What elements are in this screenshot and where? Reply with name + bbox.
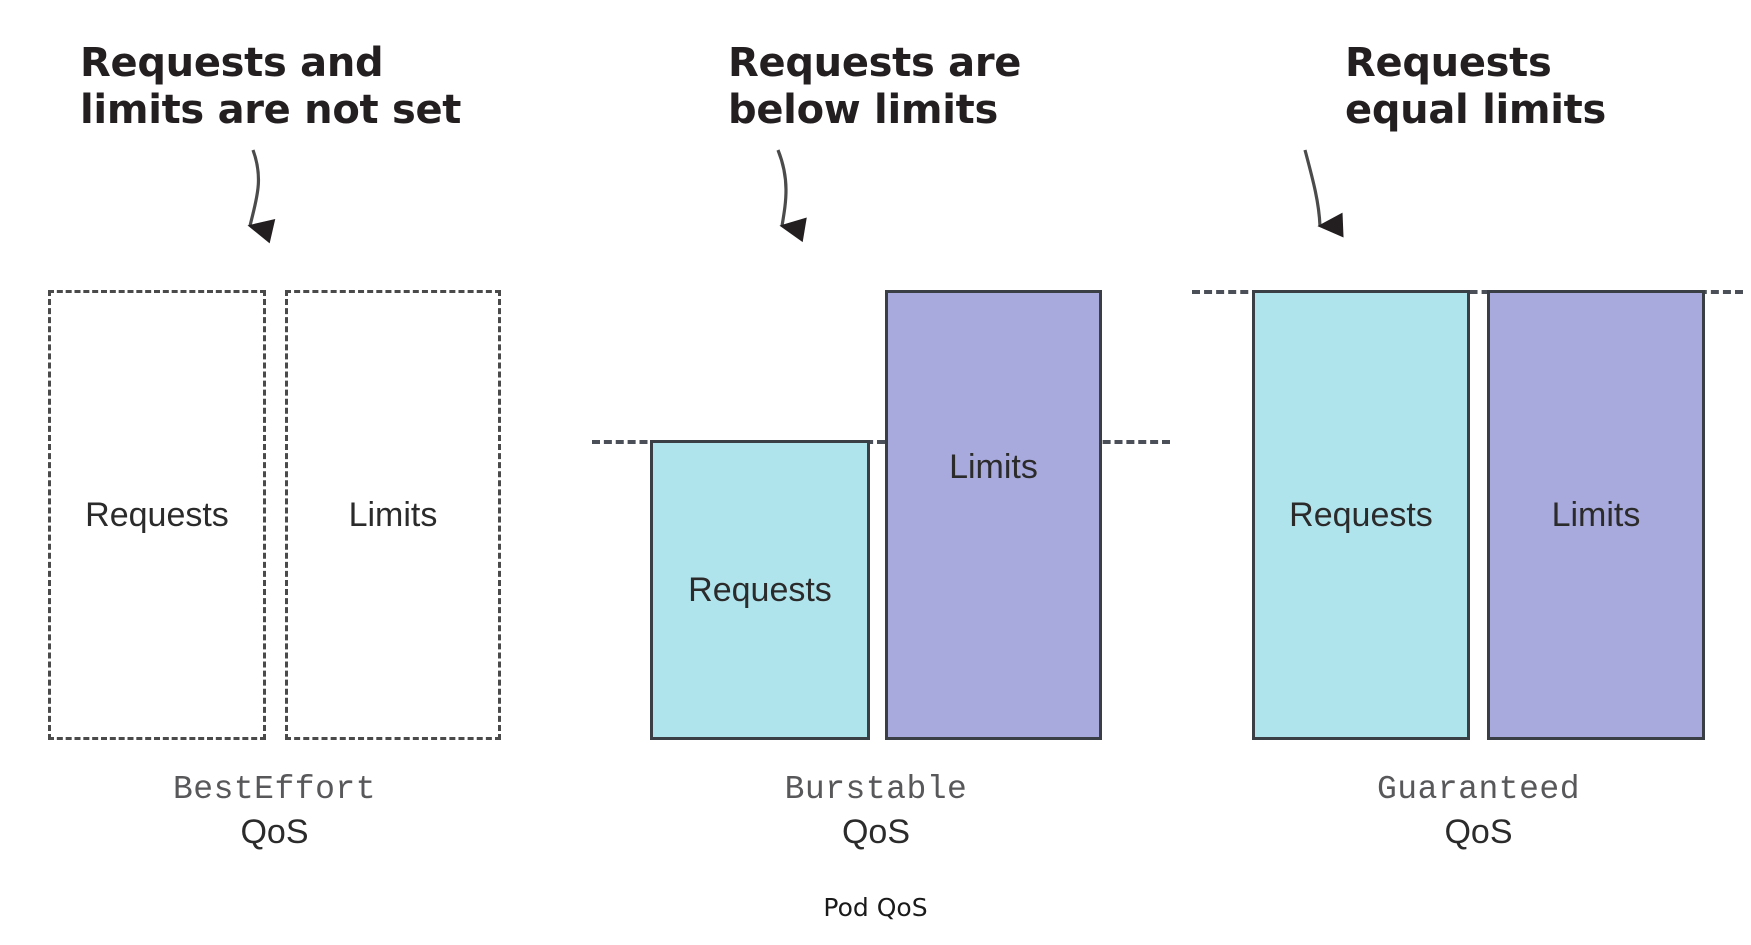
callout-burstable: Requests are below limits: [728, 40, 1022, 134]
burstable-caption: Burstable QoS: [650, 770, 1102, 854]
guaranteed-caption: Guaranteed QoS: [1252, 770, 1705, 854]
burstable-limits-label: Limits: [949, 448, 1038, 486]
arrow-burstable: [776, 149, 807, 243]
guaranteed-requests-label: Requests: [1289, 495, 1433, 534]
besteffort-limits-label: Limits: [348, 495, 438, 534]
figure-caption: Pod QoS: [823, 893, 928, 922]
callout-guaranteed: Requests equal limits: [1345, 40, 1607, 134]
besteffort-requests-label: Requests: [85, 495, 229, 534]
burstable-limits-bar: Limits: [885, 290, 1102, 740]
besteffort-requests-box: Requests: [48, 290, 266, 740]
besteffort-caption-qos: QoS: [240, 813, 309, 852]
burstable-requests-label: Requests: [688, 570, 832, 609]
guaranteed-caption-name: Guaranteed: [1376, 771, 1581, 808]
guaranteed-requests-bar: Requests: [1252, 290, 1470, 740]
arrow-guaranteed: [1303, 149, 1344, 238]
guaranteed-limits-label: Limits: [1551, 495, 1641, 534]
guaranteed-limits-bar: Limits: [1487, 290, 1705, 740]
besteffort-caption-name: BestEffort: [172, 771, 377, 808]
burstable-caption-qos: QoS: [841, 813, 911, 852]
besteffort-limits-box: Limits: [285, 290, 501, 740]
callout-besteffort: Requests and limits are not set: [80, 40, 462, 134]
besteffort-caption: BestEffort QoS: [48, 770, 501, 854]
burstable-requests-bar: Requests: [650, 440, 870, 740]
burstable-caption-name: Burstable: [784, 771, 968, 808]
burstable-reference-line: [592, 440, 1170, 444]
guaranteed-caption-qos: QoS: [1444, 813, 1513, 852]
arrow-besteffort: [247, 149, 276, 244]
